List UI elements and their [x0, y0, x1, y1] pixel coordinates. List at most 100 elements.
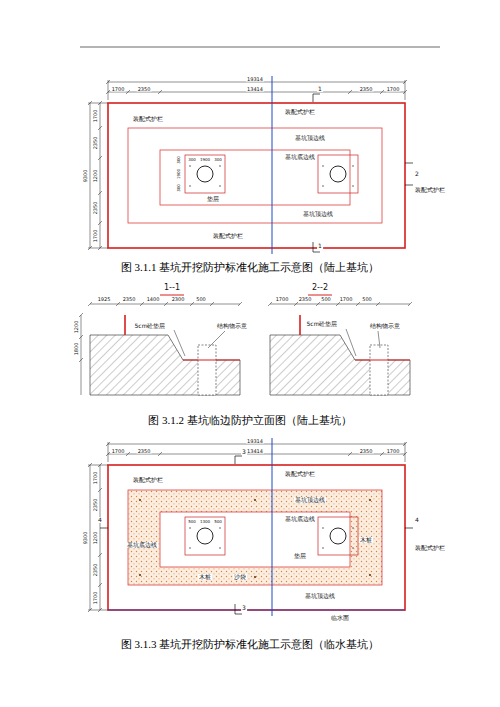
drawing-label: 沙袋: [233, 574, 247, 580]
drawing-path: [88, 302, 242, 306]
elevation-sections: [79, 295, 412, 395]
drawing-label: 2300: [171, 297, 186, 302]
drawing-label: 1300: [199, 520, 211, 524]
drawing-label: 装配式护栏: [284, 471, 316, 477]
drawing-line: [160, 295, 184, 296]
drawing-g: [313, 94, 413, 252]
drawing-label: 500: [361, 297, 373, 302]
drawing-line: [313, 94, 320, 95]
drawing-line: [313, 242, 314, 252]
figure-caption: 图 3.1.1 基坑开挖防护标准化施工示意图（陆上基坑）: [120, 262, 381, 273]
drawing-line: [235, 604, 236, 614]
drawing-g: [79, 302, 412, 395]
drawing-label: 基坑底边线: [284, 516, 316, 522]
drawing-label: 1700: [386, 87, 401, 92]
drawing-line: [355, 359, 410, 360]
drawing-line: [81, 315, 82, 395]
dimension-label: 2350: [93, 136, 98, 151]
dimension-label: 1900: [177, 168, 181, 180]
drawing-line: [270, 304, 410, 305]
plan-land: [88, 76, 413, 254]
drawing-label: 木桩: [198, 574, 212, 580]
drawing-line: [313, 252, 320, 253]
drawing-label: 基坑顶边线: [304, 593, 336, 599]
drawing-label: 1700: [275, 297, 290, 302]
drawing-label: 结构物示意: [216, 323, 248, 329]
drawing-circle: [254, 499, 256, 501]
drawing-circle: [139, 499, 141, 501]
drawing-g: [100, 456, 413, 614]
drawing-path: [378, 331, 380, 348]
dimension-label: 1700: [93, 471, 98, 486]
drawing-label: 装配式护栏: [212, 233, 244, 239]
drawing-label: 2--2: [311, 284, 329, 292]
dimension-label: 9300: [83, 169, 88, 184]
drawing-label: 临水面: [330, 615, 350, 621]
drawing-label: 1: [317, 86, 323, 92]
dimension-label: 1200: [93, 531, 98, 546]
dimension-label: 1700: [93, 109, 98, 124]
drawing-label: 装配式护栏: [414, 187, 446, 193]
drawing-label: 基坑底边线: [126, 542, 158, 548]
drawing-line: [405, 528, 413, 529]
drawing-g: [139, 499, 371, 578]
drawing-label: 500: [195, 297, 207, 302]
drawing-label: 基坑顶边线: [294, 497, 326, 503]
drawing-use: [88, 442, 407, 612]
drawing-label: 2350: [122, 297, 137, 302]
header-rule: [80, 47, 440, 48]
drawing-label: 13414: [246, 449, 264, 454]
drawing-path: [346, 329, 356, 356]
drawing-label: 19314: [246, 439, 264, 444]
drawing-line: [272, 438, 273, 616]
drawing-line: [235, 614, 242, 615]
drawing-line: [272, 76, 273, 254]
drawing-label: 1925: [97, 297, 112, 302]
drawing-label: 500: [213, 520, 223, 524]
drawing-label: 2350: [359, 87, 374, 92]
drawing-label: 垫层: [293, 553, 307, 559]
drawing-label: 2350: [359, 449, 374, 454]
drawing-line: [124, 315, 126, 335]
drawing-label: 1700: [339, 297, 354, 302]
drawing-circle: [139, 574, 141, 576]
drawing-label: 基坑顶边线: [294, 135, 326, 141]
drawing-rect: [370, 345, 388, 395]
drawing-label: 2: [414, 171, 420, 177]
drawing-label: 1--1: [163, 284, 181, 292]
drawing-label: 基坑顶边线: [302, 211, 334, 217]
drawing-line: [299, 315, 301, 335]
drawing-label: 500: [320, 297, 332, 302]
drawing-path: [208, 331, 225, 348]
drawing-label: 装配式护栏: [132, 477, 164, 483]
drawing-label: 500: [187, 520, 197, 524]
dimension-label: 2350: [93, 201, 98, 216]
drawing-label: 木桩: [359, 537, 373, 543]
drawing-line: [108, 610, 405, 611]
drawing-line: [100, 528, 108, 529]
drawing-label: 结构物示意: [369, 323, 401, 329]
drawing-label: 装配式护栏: [284, 109, 316, 115]
drawing-polygon: [270, 335, 410, 395]
drawing-rect: [198, 345, 216, 395]
drawing-label: 3: [241, 449, 247, 455]
drawing-label: 1700: [386, 449, 401, 454]
drawing-label: 19314: [246, 77, 264, 82]
figure-caption: 图 3.1.3 基坑开挖防护标准化施工示意图（临水基坑）: [120, 639, 381, 650]
drawing-circle: [369, 499, 371, 501]
drawing-label: 5cm砼垫层: [134, 323, 167, 329]
drawing-label: 2350: [137, 87, 152, 92]
dimension-label: 9300: [83, 531, 88, 546]
drawing-label: 1400: [146, 297, 161, 302]
dimension-label: 1200: [93, 169, 98, 184]
drawing-label: 2350: [298, 297, 313, 302]
drawing-label: 1700: [111, 87, 126, 92]
drawing-circle: [369, 574, 371, 576]
figure-caption: 图 3.1.2 基坑临边防护立面图（陆上基坑）: [147, 415, 353, 426]
drawing-path: [268, 302, 412, 306]
drawing-line: [405, 185, 413, 186]
drawing-label: 300: [213, 158, 223, 162]
drawing-label: 4: [414, 517, 420, 523]
dimension-label: 2350: [93, 563, 98, 578]
